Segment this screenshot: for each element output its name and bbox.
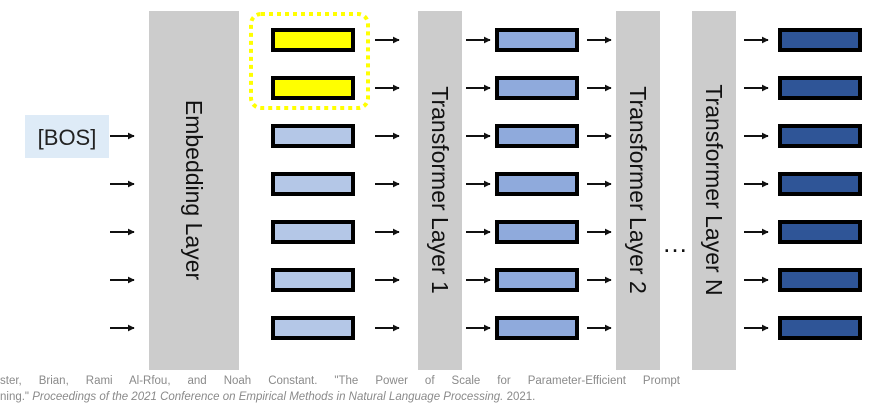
final-vector	[778, 124, 862, 148]
embedding-layer-box	[149, 11, 239, 370]
layer1-vector	[495, 76, 579, 100]
soft-prompt-highlight	[249, 12, 370, 110]
citation: ster, Brian, Rami Al-Rfou, and Noah Cons…	[0, 373, 680, 405]
final-vector	[778, 220, 862, 244]
final-vector	[778, 268, 862, 292]
embedding-vector	[271, 316, 355, 340]
citation-year: 2021.	[503, 391, 536, 403]
transformer-layer-2-label: Transformer Layer 2	[625, 86, 651, 294]
layer1-vector	[495, 124, 579, 148]
transformer-layer-n-box	[692, 11, 736, 370]
citation-line-1: ster, Brian, Rami Al-Rfou, and Noah Cons…	[0, 375, 680, 387]
citation-prefix: ning."	[0, 391, 33, 403]
vector-group	[271, 28, 862, 340]
embedding-layer-label: Embedding Layer	[181, 100, 207, 281]
layer1-vector	[495, 316, 579, 340]
transformer-layer-n-label: Transformer Layer N	[701, 84, 727, 295]
final-vector	[778, 76, 862, 100]
citation-venue: Proceedings of the 2021 Conference on Em…	[32, 391, 504, 403]
embedding-vector	[271, 124, 355, 148]
soft-prompt-vector	[271, 28, 355, 52]
layer1-vector	[495, 28, 579, 52]
final-vector	[778, 316, 862, 340]
citation-line-2: ning." Proceedings of the 2021 Conferenc…	[0, 389, 680, 405]
bos-token-label: [BOS]	[38, 125, 97, 150]
layers-ellipsis: …	[662, 228, 688, 258]
layer1-vector	[495, 220, 579, 244]
layer1-vector	[495, 268, 579, 292]
transformer-layer-2-box	[616, 11, 660, 370]
embedding-vector	[271, 220, 355, 244]
embedding-vector	[271, 268, 355, 292]
layer1-vector	[495, 172, 579, 196]
arrow-group	[110, 36, 769, 332]
embedding-vector	[271, 172, 355, 196]
final-vector	[778, 172, 862, 196]
bos-token-box	[25, 115, 109, 158]
final-vector	[778, 28, 862, 52]
transformer-layer-1-box	[418, 11, 462, 370]
soft-prompt-vector	[271, 76, 355, 100]
transformer-layer-1-label: Transformer Layer 1	[427, 86, 453, 294]
